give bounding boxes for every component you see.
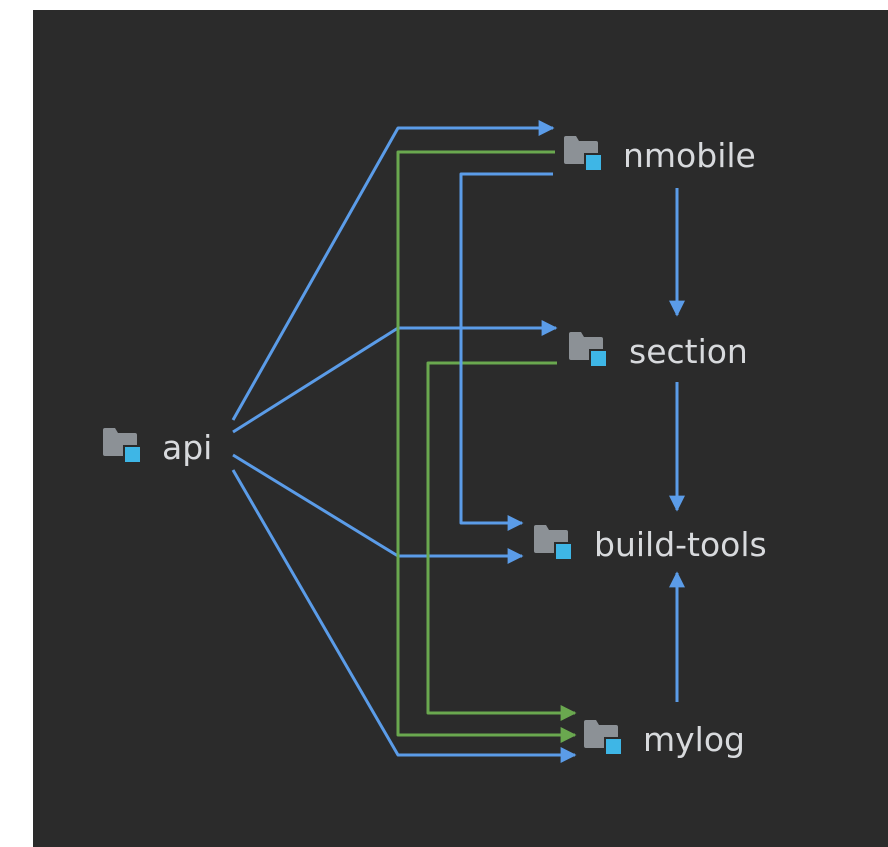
edge-nmobile-build-tools xyxy=(459,172,553,531)
node-label-nmobile: nmobile xyxy=(623,136,756,175)
edge-api-build-tools xyxy=(232,453,524,564)
node-label-section: section xyxy=(629,332,748,371)
node-label-build-tools: build-tools xyxy=(594,525,767,564)
dependency-graph-canvas: nmobile section api build-tools xyxy=(33,10,888,847)
module-folder-icon xyxy=(569,332,608,368)
dependency-graph: nmobile section api build-tools xyxy=(103,120,767,763)
edge-nmobile-mylog xyxy=(396,150,577,743)
module-folder-icon xyxy=(534,525,573,561)
node-build-tools[interactable]: build-tools xyxy=(534,525,767,564)
node-label-mylog: mylog xyxy=(643,720,745,759)
edge-api-nmobile xyxy=(231,120,555,421)
edge-section-mylog xyxy=(426,361,577,721)
module-folder-icon xyxy=(564,136,603,172)
module-folder-icon xyxy=(103,428,142,464)
node-api[interactable]: api xyxy=(103,428,212,467)
edge-api-mylog xyxy=(231,469,577,763)
module-folder-icon xyxy=(584,720,623,756)
edge-api-section xyxy=(232,320,558,434)
node-label-api: api xyxy=(162,428,212,467)
node-section[interactable]: section xyxy=(569,332,748,371)
node-mylog[interactable]: mylog xyxy=(584,720,745,759)
node-nmobile[interactable]: nmobile xyxy=(564,136,756,175)
